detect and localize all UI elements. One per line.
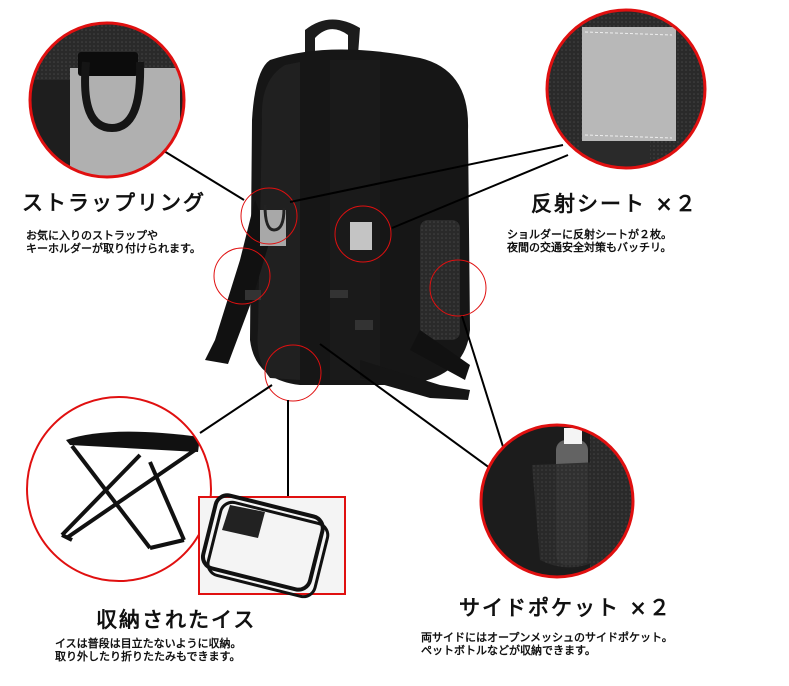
description-line: ペットボトルなどが収納できます。 [421, 644, 596, 657]
side-pocket-detail [481, 425, 633, 577]
chair-detail [27, 397, 211, 581]
description-line: 夜間の交通安全対策もバッチリ。 [507, 241, 672, 254]
description-line: 両サイドにはオープンメッシュのサイドポケット。 [421, 631, 673, 644]
strap-ring-description: お気に入りのストラップや キーホルダーが取り付けられます。 [26, 229, 201, 255]
description-line: 取り外したり折りたたみもできます。 [55, 650, 241, 663]
strap-ring-title: ストラップリング [22, 191, 206, 215]
reflector-title: 反射シート ×２ [531, 192, 698, 216]
description-line: ショルダーに反射シートが２枚。 [507, 228, 672, 241]
side-pocket-title: サイドポケット ×２ [459, 596, 672, 620]
reflector-description: ショルダーに反射シートが２枚。 夜間の交通安全対策もバッチリ。 [507, 228, 672, 254]
side-pocket-description: 両サイドにはオープンメッシュのサイドポケット。 ペットボトルなどが収納できます。 [421, 631, 673, 657]
folded-chair-detail [198, 493, 346, 599]
chair-title: 収納されたイス [96, 608, 257, 632]
description-line: キーホルダーが取り付けられます。 [26, 242, 201, 255]
description-line: イスは普段は目立たないように収納。 [55, 637, 242, 650]
strap-ring-detail [30, 23, 184, 177]
description-line: お気に入りのストラップや [26, 229, 158, 242]
chair-description: イスは普段は目立たないように収納。 取り外したり折りたたみもできます。 [55, 637, 241, 663]
backpack-image [205, 19, 470, 400]
reflector-detail [547, 10, 705, 168]
highlight-rings [213, 187, 487, 402]
